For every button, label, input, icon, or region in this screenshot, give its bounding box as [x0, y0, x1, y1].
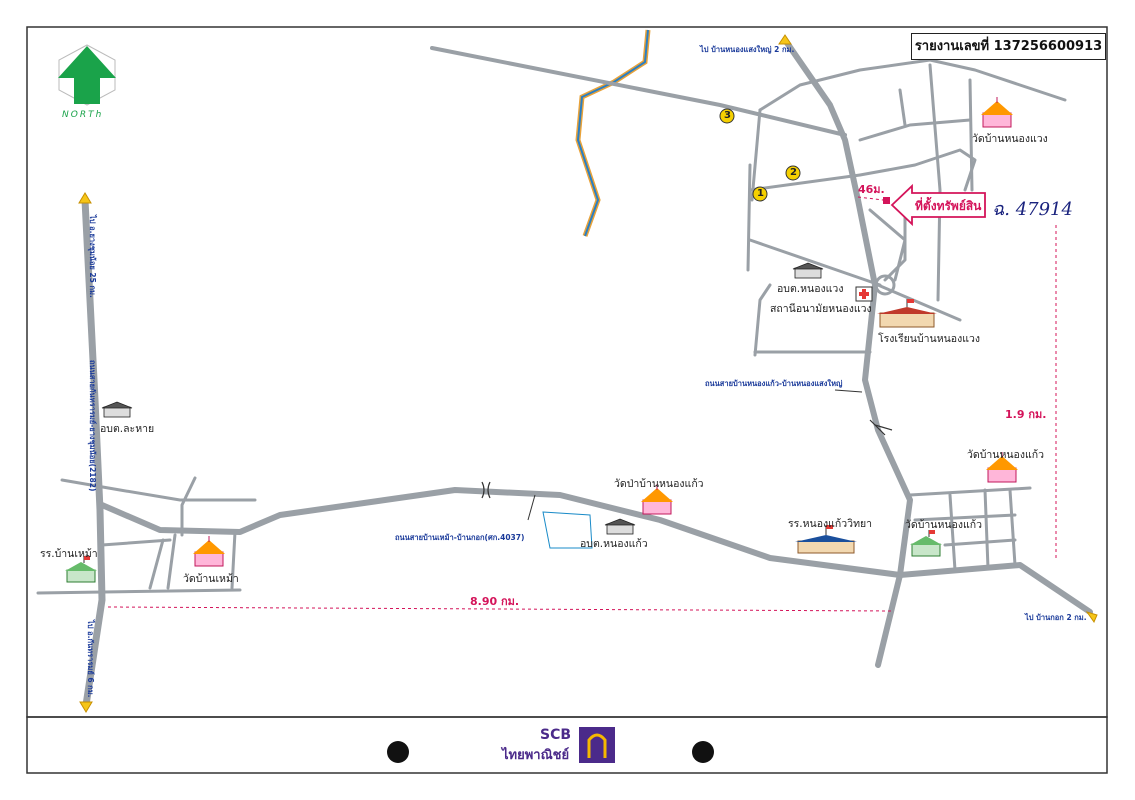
place-wat-ban-mao: วัดบ้านเหม้า	[183, 573, 239, 585]
scb-logo-icon	[579, 727, 615, 763]
map-border	[26, 26, 1108, 718]
road-label-nong-kaeo-nong-saeng-yai: ถนนสายบ้านหนองแก้ว-บ้านหนองแสงใหญ่	[705, 379, 843, 388]
leader-lines	[527, 389, 863, 521]
road-network	[36, 37, 1093, 709]
direction-arrow-icon	[78, 34, 1098, 713]
school-icon	[65, 299, 942, 583]
road-label-to-top-left: ไป อ.ยางชุมน้อย 25 กม.	[88, 215, 97, 298]
place-wat-nong-kaeo-bottom: วัดบ้านหนองแก้ว	[905, 519, 983, 531]
distance-vertical: 1.9 กม.	[1005, 408, 1047, 421]
road-break-marks	[481, 419, 893, 499]
footer-border	[26, 716, 1108, 774]
road-label-to-ban-kok: ไป บ้านกอก 2 กม.	[1025, 613, 1087, 622]
government-office-icon	[101, 262, 824, 535]
place-wat-pa-nong-kaeo: วัดป่าบ้านหนองแก้ว	[614, 478, 704, 490]
property-arrow-icon	[883, 183, 986, 227]
distance-lines	[107, 196, 1057, 612]
property-label: ที่ตั้งทรัพย์สิน	[915, 199, 982, 213]
place-health-station: สถานีอนามัยหนองแวง	[770, 303, 872, 315]
place-obt-nong-kaeo: อบต.หนองแก้ว	[580, 538, 648, 550]
distance-horizontal: 8.90 กม.	[470, 595, 520, 608]
north-arrow-icon	[58, 44, 116, 106]
river	[575, 29, 651, 237]
place-obt-la-hai: อบต.ละหาย	[100, 423, 155, 435]
report-number: รายงานเลขที่ 137256600913	[911, 33, 1106, 60]
bank-name-th: ไทยพาณิชย์	[502, 748, 570, 763]
hospital-cross-icon	[855, 286, 873, 302]
road-label-left-highway: ถนนสายกันทรารมย์-ยางชุมน้อย(2182)	[88, 360, 97, 492]
distance-property: 46ม.	[858, 183, 885, 196]
road-label-to-bottom-left: ไป อ.กันทรารมย์ 6 กม.	[86, 620, 95, 698]
place-school-nong-waeng: โรงเรียนบ้านหนองแวง	[878, 333, 981, 345]
place-school-nong-kaeo: รร.หนองแก้ววิทยา	[788, 518, 873, 530]
marker-2: 2	[790, 167, 797, 178]
road-label-ban-mao-ban-kok: ถนนสายบ้านเหม้า-บ้านกอก(ศก.4037)	[395, 533, 525, 542]
numbered-markers	[719, 108, 801, 202]
land-parcel	[542, 511, 593, 549]
bank-name-en: SCB	[540, 727, 572, 743]
place-wat-nong-waeng: วัดบ้านหนองแวง	[972, 133, 1048, 145]
north-label: NORTh	[62, 110, 104, 120]
binder-hole-icon	[387, 741, 714, 763]
marker-3: 3	[724, 110, 731, 121]
place-school-ban-mao: รร.บ้านเหม้า	[40, 548, 98, 560]
temple-icon	[193, 97, 1018, 567]
road-label-to-nong-saeng-yai: ไป บ้านหนองแสงใหญ่ 2 กม.	[700, 45, 795, 54]
deed-number: ฉ. 47914	[992, 199, 1073, 220]
place-wat-nong-kaeo-top: วัดบ้านหนองแก้ว	[967, 449, 1045, 461]
place-obt-nong-waeng: อบต.หนองแวง	[777, 283, 844, 295]
marker-1: 1	[757, 188, 764, 199]
